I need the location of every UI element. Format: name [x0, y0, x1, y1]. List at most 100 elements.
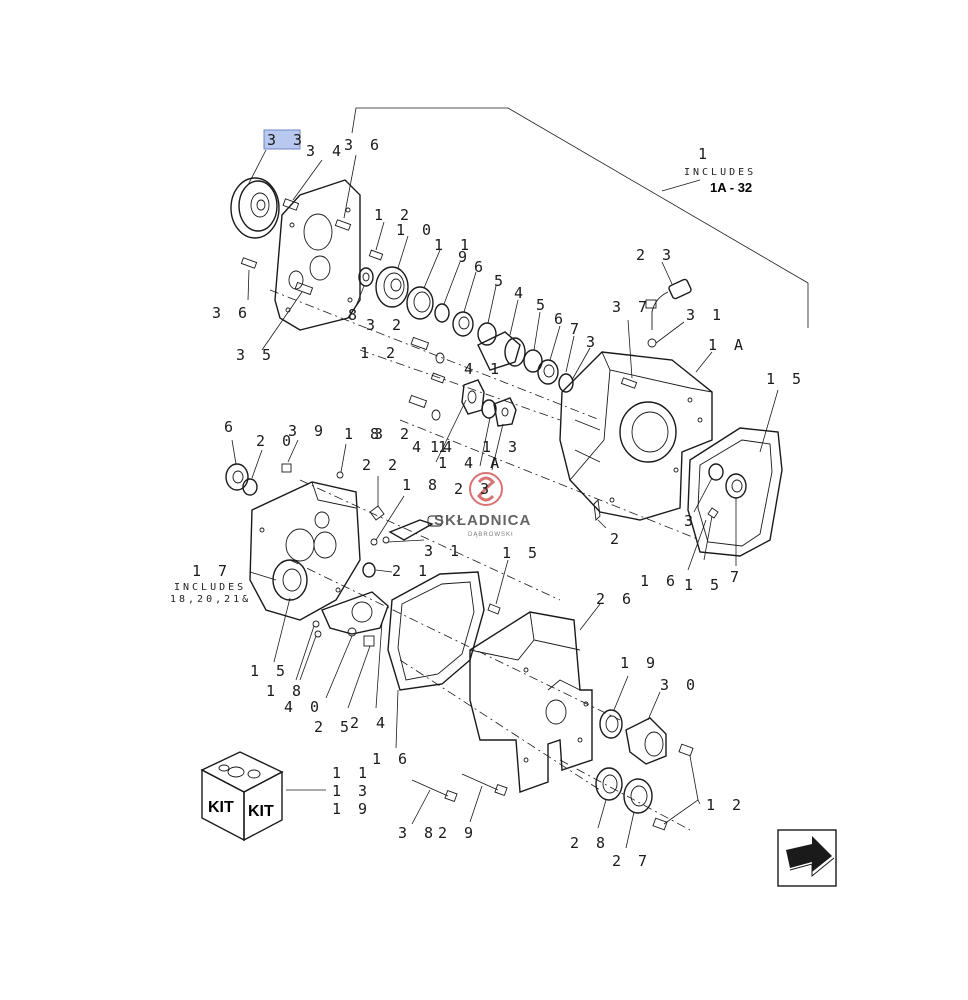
callout-23-mid[interactable]: 2 3 [454, 480, 493, 498]
part-39-plug[interactable] [281, 463, 292, 473]
callout-35[interactable]: 3 5 [236, 346, 275, 364]
callout-9[interactable]: 9 [458, 248, 471, 266]
callout-16-center[interactable]: 1 6 [372, 750, 411, 768]
callout-26[interactable]: 2 6 [596, 590, 635, 608]
callout-36-left[interactable]: 3 6 [212, 304, 251, 322]
part-29-long-bolt[interactable] [461, 773, 508, 797]
callout-32-mid[interactable]: 3 2 [374, 425, 413, 443]
includes-range[interactable]: 1A - 32 [710, 180, 752, 195]
callout-2[interactable]: 2 [610, 530, 623, 548]
callout-10[interactable]: 1 0 [396, 221, 435, 239]
callout-7-right[interactable]: 7 [730, 568, 743, 586]
callout-33[interactable]: 3 3 [267, 131, 306, 149]
part-5-bearing-top[interactable] [477, 322, 497, 346]
callout-3-right[interactable]: 3 [684, 512, 697, 530]
part-23-lever[interactable] [388, 515, 443, 541]
part-26-rear-housing[interactable] [469, 611, 593, 793]
callout-13[interactable]: 1 3 [482, 438, 521, 456]
callout-30[interactable]: 3 0 [660, 676, 699, 694]
callout-12-mid[interactable]: 1 2 [360, 344, 399, 362]
callout-18-top[interactable]: 1 8 [344, 425, 383, 443]
callout-32-top[interactable]: 3 2 [366, 316, 405, 334]
callout-25[interactable]: 2 5 [314, 718, 353, 736]
part-33-pulley[interactable] [230, 177, 280, 239]
part-24-shift-fork[interactable] [321, 591, 389, 635]
part-14-flange[interactable] [461, 379, 485, 415]
part-12-bolt-top[interactable] [368, 249, 384, 261]
callout-1[interactable]: 1 [698, 145, 711, 163]
callout-6-lower[interactable]: 6 [554, 310, 567, 328]
callout-7-top[interactable]: 7 [570, 320, 583, 338]
part-20-bushing[interactable] [242, 478, 258, 496]
part-28-gasket[interactable] [595, 767, 623, 801]
callout-14A[interactable]: 1 4 A [438, 454, 503, 472]
callout-24[interactable]: 2 4 [350, 714, 389, 732]
callout-5-lower[interactable]: 5 [536, 296, 549, 314]
callout-15-right[interactable]: 1 5 [766, 370, 805, 388]
part-34-bolt[interactable] [282, 198, 300, 211]
callout-31-mid[interactable]: 3 1 [424, 542, 463, 560]
callout-27[interactable]: 2 7 [612, 852, 651, 870]
callout-41-top[interactable]: 4 1 [464, 360, 503, 378]
callout-18-lower[interactable]: 1 8 [266, 682, 305, 700]
callout-17[interactable]: 1 7 [192, 562, 231, 580]
callout-5-top[interactable]: 5 [494, 272, 507, 290]
part-3-ring-right[interactable] [708, 463, 724, 481]
callout-29[interactable]: 2 9 [438, 824, 477, 842]
callout-36-top[interactable]: 3 6 [344, 136, 383, 154]
callout-28[interactable]: 2 8 [570, 834, 609, 852]
callout-19[interactable]: 1 9 [620, 654, 659, 672]
part-17-gear-housing[interactable] [249, 481, 361, 621]
part-10-housing-cover[interactable] [375, 266, 409, 308]
callout-21[interactable]: 2 1 [392, 562, 431, 580]
callout-40[interactable]: 4 0 [284, 698, 323, 716]
callout-11-top[interactable]: 1 1 [434, 236, 473, 254]
part-19-seal[interactable] [599, 709, 623, 739]
callout-22[interactable]: 2 2 [362, 456, 401, 474]
kit-label-left: KIT [208, 799, 234, 816]
part-6-bearing-lower[interactable] [537, 359, 559, 385]
callout-6-left[interactable]: 6 [224, 418, 237, 436]
callout-4[interactable]: 4 [514, 284, 527, 302]
callout-23-top[interactable]: 2 3 [636, 246, 675, 264]
part-9-ring[interactable] [434, 303, 450, 323]
part-7-seal-right[interactable] [725, 473, 747, 499]
part-23-sensor[interactable] [645, 278, 692, 330]
part-14A-cover[interactable] [493, 397, 517, 427]
part-3-ring-top[interactable] [558, 373, 574, 393]
next-page-arrow-icon[interactable] [777, 829, 837, 887]
callout-20[interactable]: 2 0 [256, 432, 295, 450]
part-27-cover-plate[interactable] [623, 778, 653, 814]
part-8-washer[interactable] [358, 267, 374, 287]
part-21-bushing[interactable] [362, 562, 376, 578]
part-6-bearing-left[interactable] [225, 463, 249, 491]
highlight-box [263, 129, 301, 150]
part-30-flange-hub[interactable] [625, 717, 667, 765]
part-15-gasket-right[interactable] [687, 427, 783, 557]
part-38-long-bolt[interactable] [411, 779, 458, 803]
part-13-oring[interactable] [481, 399, 497, 419]
callout-34[interactable]: 3 4 [306, 142, 345, 160]
callout-39[interactable]: 3 9 [288, 422, 327, 440]
callout-31-top[interactable]: 3 1 [686, 306, 725, 324]
callout-15-left[interactable]: 1 5 [250, 662, 289, 680]
part-5-bearing-lower[interactable] [523, 349, 543, 373]
callout-14[interactable]: 14 [430, 438, 456, 456]
callout-16-right[interactable]: 1 6 [640, 572, 679, 590]
part-11-seal[interactable] [406, 286, 434, 320]
callout-6-top[interactable]: 6 [474, 258, 487, 276]
callout-18-mid[interactable]: 1 8 [402, 476, 441, 494]
part-4-shaft-gear[interactable] [477, 331, 526, 371]
callout-12-top[interactable]: 1 2 [374, 206, 413, 224]
callout-15-lower-right[interactable]: 1 5 [684, 576, 723, 594]
part-1A-main-housing[interactable] [559, 351, 713, 521]
callout-8[interactable]: 8 [348, 306, 361, 324]
callout-37[interactable]: 3 7 [612, 298, 651, 316]
part-6-bearing-top[interactable] [452, 311, 474, 337]
callout-3-top[interactable]: 3 [586, 333, 599, 351]
callout-41-mid[interactable]: 4 1 [412, 438, 451, 456]
callout-1A[interactable]: 1 A [708, 336, 747, 354]
callout-15-center[interactable]: 1 5 [502, 544, 541, 562]
callout-38[interactable]: 3 8 [398, 824, 437, 842]
callout-12-lower[interactable]: 1 2 [706, 796, 745, 814]
